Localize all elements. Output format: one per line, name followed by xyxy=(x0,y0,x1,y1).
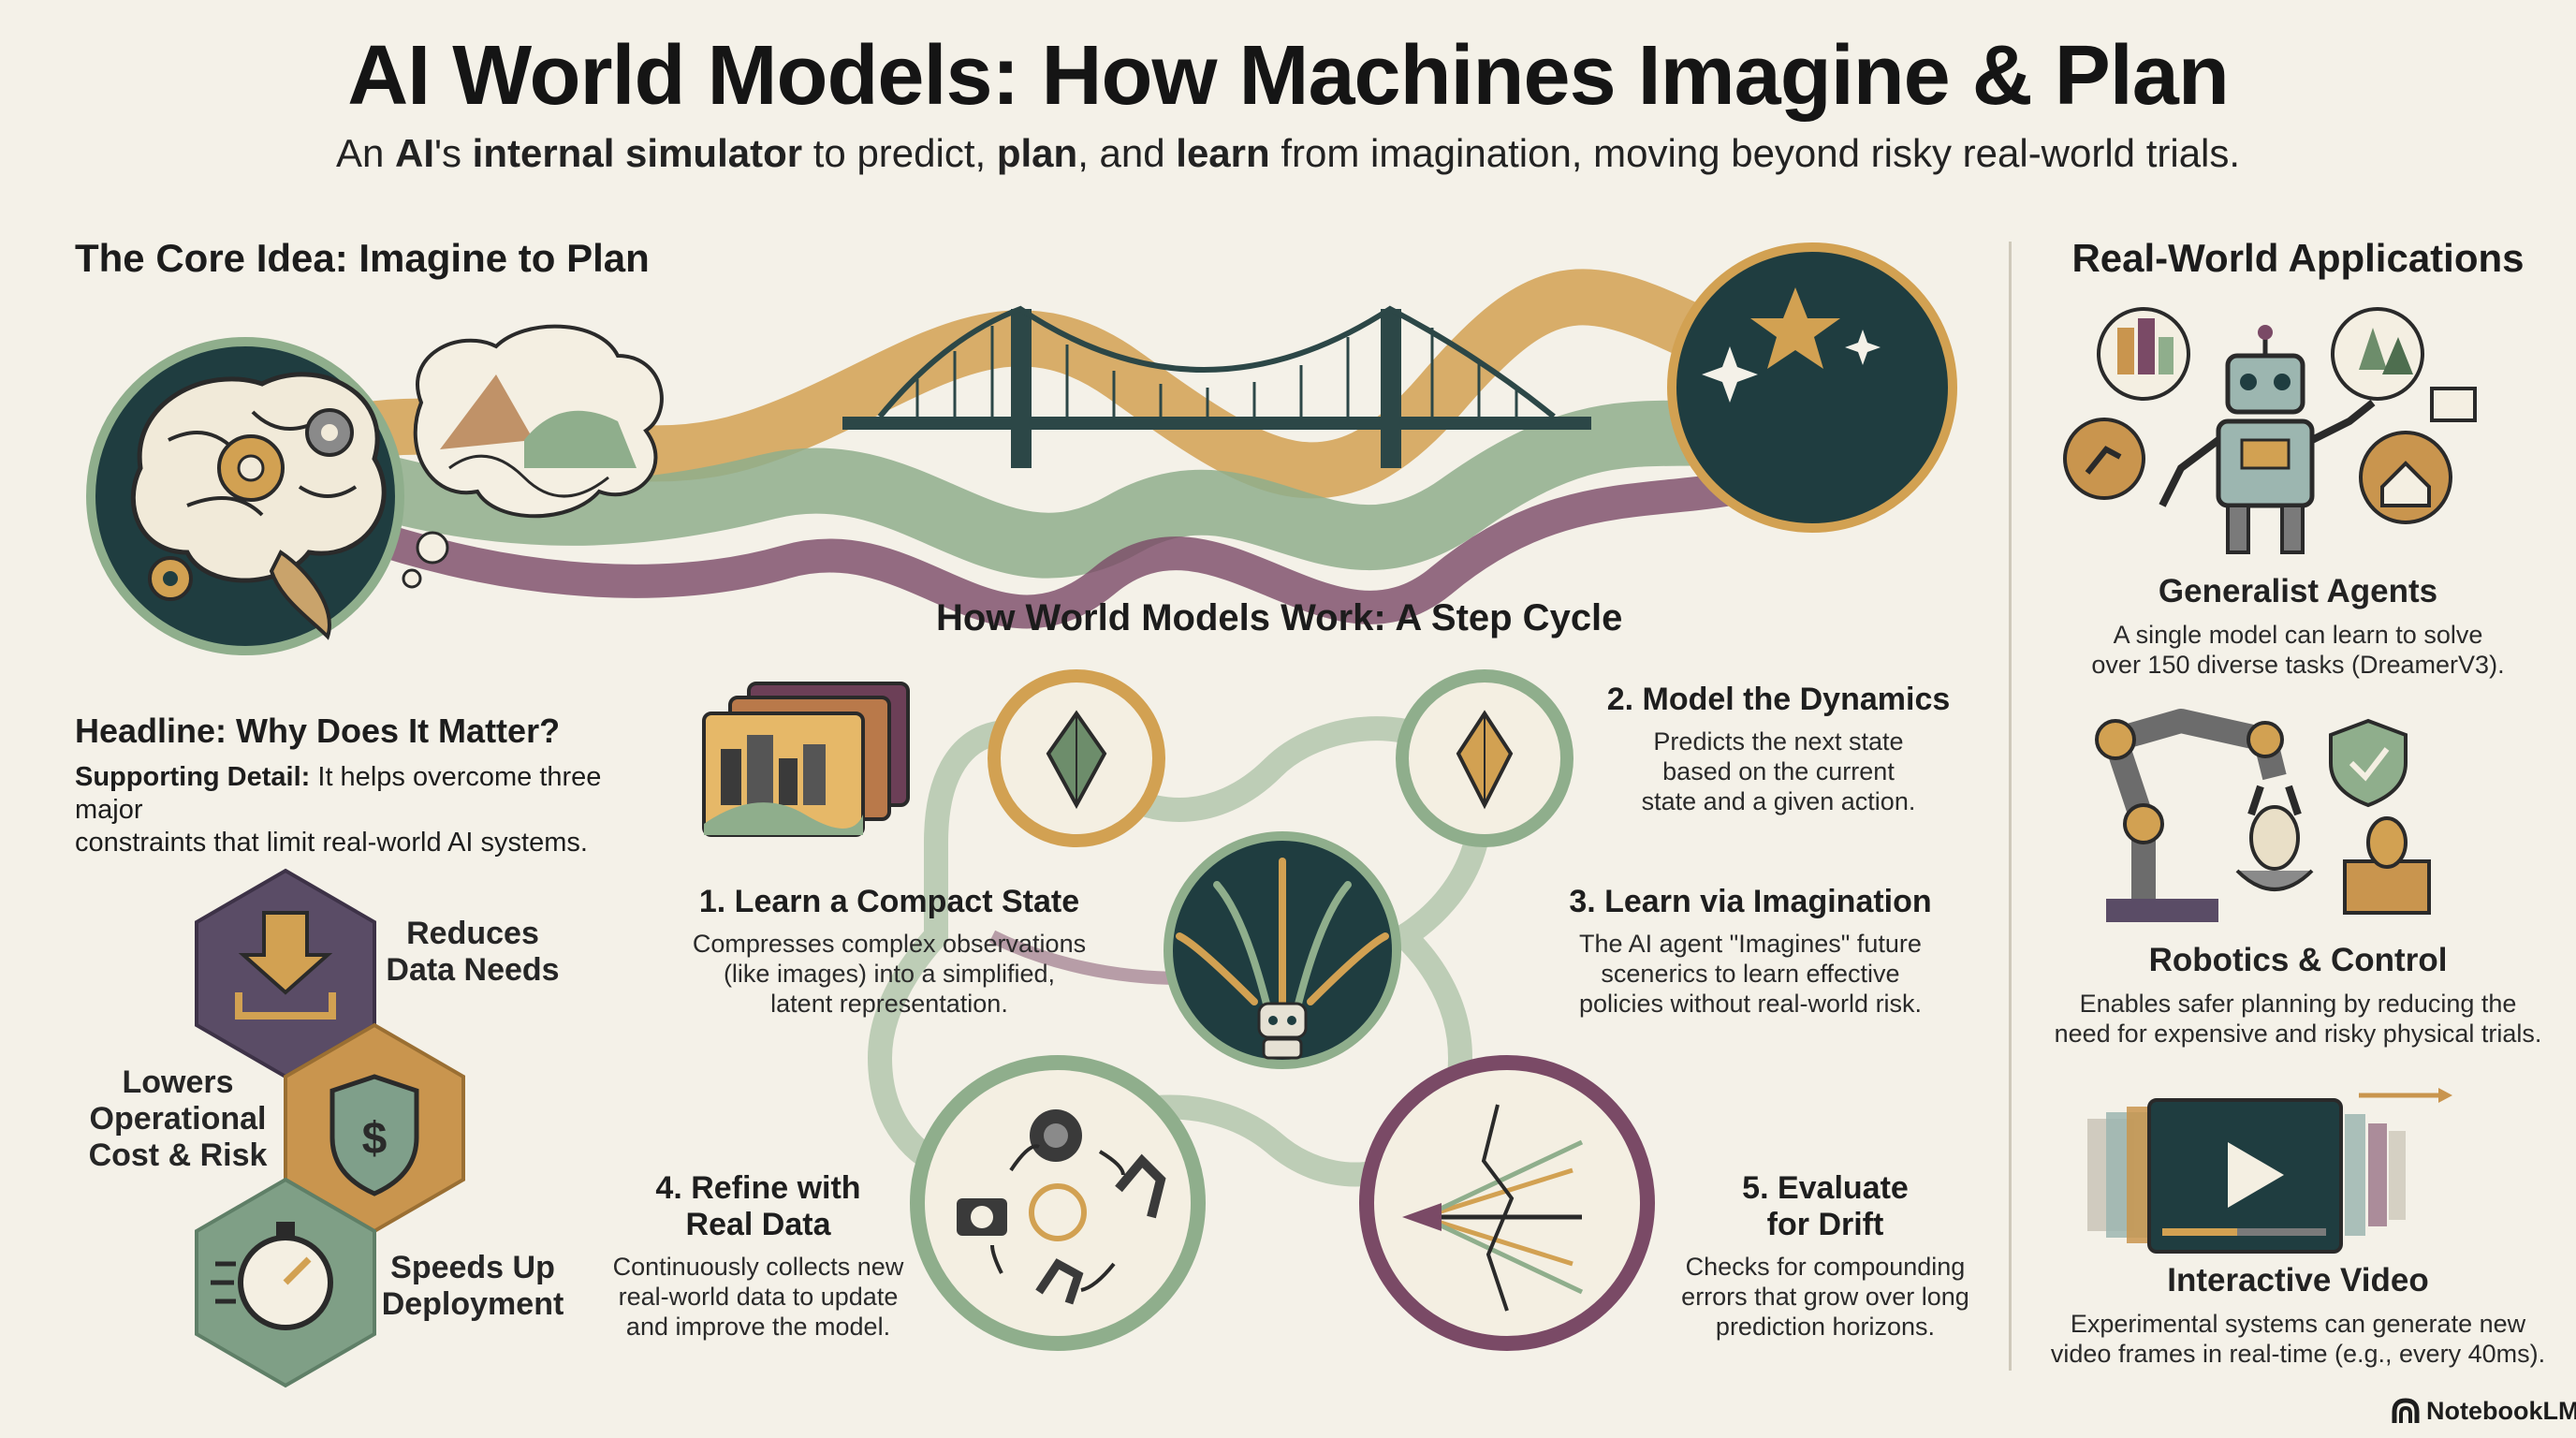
step2-crystal-node xyxy=(1396,669,1573,847)
app-video-title: Interactive Video xyxy=(2167,1262,2429,1299)
step-2: 2. Model the Dynamics Predicts the next … xyxy=(1591,682,1966,817)
hex-data-needs xyxy=(195,868,376,1079)
why-headline: Headline: Why Does It Matter? xyxy=(75,712,561,750)
brain-icon xyxy=(86,337,404,655)
app-interactive-video: Interactive Video Experimental systems c… xyxy=(2022,1262,2574,1370)
step-3: 3. Learn via Imagination The AI agent "I… xyxy=(1516,884,1984,1020)
app-robotics: Robotics & Control Enables safer plannin… xyxy=(2022,942,2574,1049)
bridge-icon xyxy=(842,305,1591,468)
app-robotics-title: Robotics & Control xyxy=(2148,942,2448,978)
robotics-arm-icon xyxy=(2095,709,2431,922)
app-generalist-agents: Generalist Agents A single model can lea… xyxy=(2022,573,2574,681)
step-1-title: 1. Learn a Compact State xyxy=(698,884,1080,919)
why-detail: Supporting Detail: It helps overcome thr… xyxy=(75,762,602,858)
app-generalist-title: Generalist Agents xyxy=(2158,573,2438,609)
image-stack-icon xyxy=(702,682,910,837)
step-1-desc: Compresses complex observations(like ima… xyxy=(692,930,1087,1018)
column-divider xyxy=(2009,242,2012,1371)
page-subtitle: An AI's internal simulator to predict, p… xyxy=(335,131,2241,175)
notebooklm-logo-icon xyxy=(2392,1398,2420,1423)
why-detail-label: Supporting Detail: xyxy=(75,762,311,792)
dollar-icon: $ xyxy=(362,1114,388,1164)
step-2-title: 2. Model the Dynamics xyxy=(1606,682,1951,717)
thought-bubble-icon xyxy=(402,324,664,589)
cycle-heading: How World Models Work: A Step Cycle xyxy=(936,597,1623,638)
step4-refine-node xyxy=(910,1055,1206,1351)
step5-drift-node xyxy=(1359,1055,1655,1351)
center-robot-node xyxy=(1164,831,1401,1069)
core-idea-heading: The Core Idea: Imagine to Plan xyxy=(75,236,650,280)
video-frames-icon xyxy=(2087,1088,2452,1254)
page-title: AI World Models: How Machines Imagine & … xyxy=(347,29,2230,123)
generalist-agents-icon xyxy=(2063,307,2477,554)
hex-cost-risk: $ xyxy=(284,1022,465,1234)
hex-deployment xyxy=(195,1177,376,1388)
step-3-title: 3. Learn via Imagination xyxy=(1569,884,1932,919)
goal-star-icon xyxy=(1667,242,1957,533)
applications-heading: Real-World Applications xyxy=(2071,236,2525,280)
step-1: 1. Learn a Compact State Compresses comp… xyxy=(655,884,1123,1020)
brand-label: NotebookLM xyxy=(2426,1397,2576,1425)
step1-crystal-node xyxy=(988,669,1165,847)
